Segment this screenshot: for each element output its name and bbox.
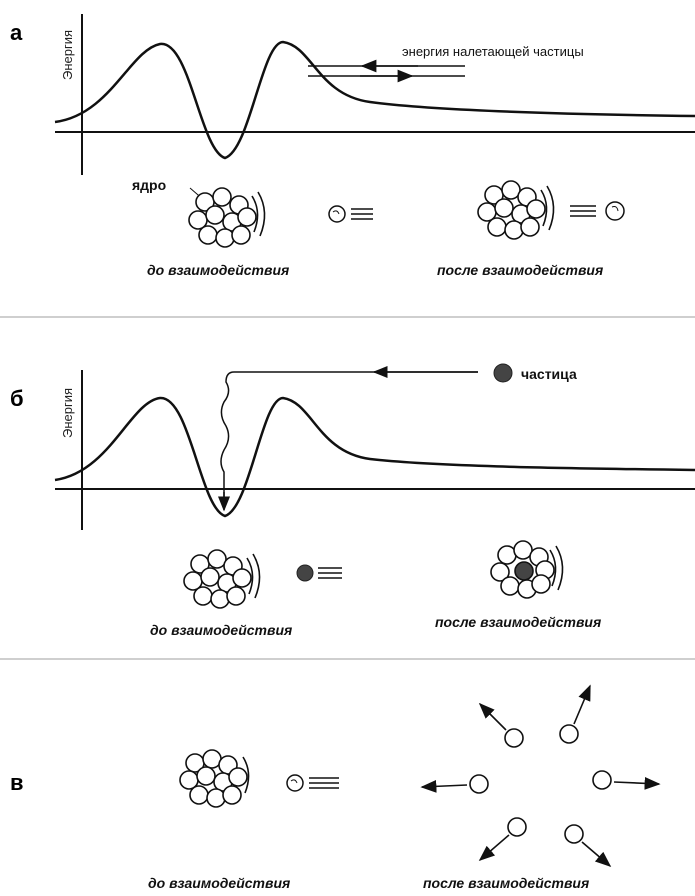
panel-b-diagram: б Энергия частица до взаимодействия bbox=[10, 363, 695, 638]
divider-a-b bbox=[0, 316, 695, 318]
potential-curve bbox=[54, 40, 695, 160]
incident-particle-before bbox=[286, 774, 339, 792]
fragment bbox=[507, 817, 527, 837]
incident-particle bbox=[493, 363, 513, 383]
panel-a-diagram: а Энергия энергия налетающей частицы ядр… bbox=[10, 14, 695, 278]
fragment bbox=[504, 728, 524, 748]
panel-b-letter: б bbox=[10, 386, 24, 411]
panel-b: б Энергия частица до взаимодействия bbox=[0, 322, 695, 652]
nucleus-before bbox=[188, 187, 266, 248]
fragment bbox=[559, 724, 579, 744]
fragments-after bbox=[420, 684, 661, 868]
panel-c-diagram: в до взаимодействия bbox=[10, 684, 661, 891]
caption-before-c: до взаимодействия bbox=[148, 875, 290, 891]
capture-trajectory bbox=[220, 371, 478, 508]
fragment bbox=[564, 824, 584, 844]
potential-curve bbox=[54, 396, 695, 518]
incident-energy-label: энергия налетающей частицы bbox=[402, 44, 584, 59]
fragment bbox=[592, 770, 612, 790]
fragment bbox=[469, 774, 489, 794]
divider-b-c bbox=[0, 658, 695, 660]
incident-particle-before bbox=[296, 564, 342, 582]
caption-after-c: после взаимодействия bbox=[423, 875, 589, 891]
nucleus-after bbox=[477, 180, 555, 240]
caption-before-b: до взаимодействия bbox=[150, 622, 292, 638]
particle-label: частица bbox=[521, 366, 577, 382]
scattered-particle-after bbox=[570, 201, 625, 221]
panel-a: а Энергия энергия налетающей частицы ядр… bbox=[0, 0, 695, 310]
nucleus-label: ядро bbox=[132, 177, 166, 193]
nucleus-before bbox=[179, 749, 250, 808]
energy-axis-label: Энергия bbox=[60, 30, 75, 80]
panel-a-letter: а bbox=[10, 20, 23, 45]
energy-axis-label: Энергия bbox=[60, 388, 75, 438]
panel-c: в до взаимодействия bbox=[0, 664, 695, 896]
caption-after-b: после взаимодействия bbox=[435, 614, 601, 630]
panel-c-letter: в bbox=[10, 770, 24, 795]
nucleus-before bbox=[183, 549, 261, 609]
caption-after-a: после взаимодействия bbox=[437, 262, 603, 278]
incident-particle-before bbox=[328, 205, 373, 223]
caption-before-a: до взаимодействия bbox=[147, 262, 289, 278]
compound-nucleus-after bbox=[490, 540, 564, 599]
